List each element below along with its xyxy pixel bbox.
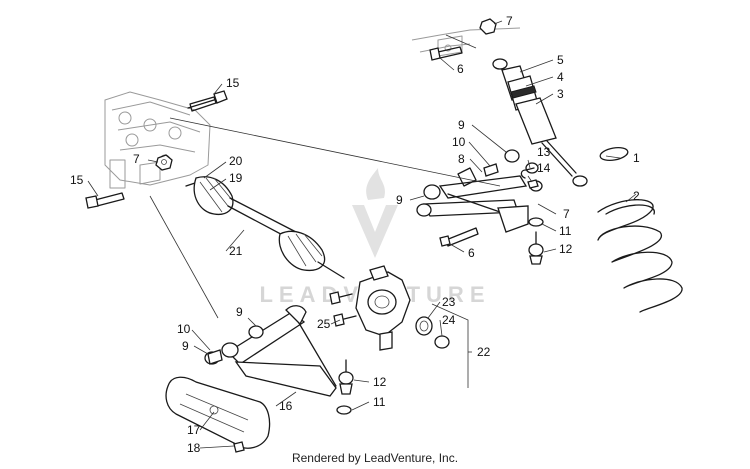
callout-15-upper: 15 [226,76,240,90]
callout-22: 22 [477,345,491,359]
frame-bracket-right [411,27,521,57]
shock-absorber [492,58,588,187]
bolt-6-upper-arm [439,227,479,247]
bushing-10-upper [483,163,499,177]
callout-23: 23 [442,295,456,309]
callouts: 1 2 3 4 5 6 6 7 7 7 8 9 9 9 9 10 10 11 1… [70,14,640,455]
callout-6-arm: 6 [468,246,475,260]
callout-18: 18 [187,441,201,455]
callout-1: 1 [633,151,640,165]
callout-9-lower-left: 9 [182,339,189,353]
rendered-by-footer: Rendered by LeadVenture, Inc. [291,451,459,465]
callout-8: 8 [458,152,465,166]
snap-ring-24 [434,335,450,349]
bolt-15-upper [187,90,228,112]
bolt-25 [329,291,357,327]
coil-spring [597,199,683,313]
cv-axle [185,176,345,279]
snap-ring-11-lower [336,405,352,415]
castle-nut-14 [527,179,539,189]
lower-a-arm [204,305,337,397]
o-ring-1 [599,146,629,162]
ball-joint-12-upper [528,231,544,265]
nut-7-left [155,154,173,171]
callout-7-arm: 7 [563,207,570,221]
ball-joint-12-lower [338,359,354,395]
callout-20: 20 [229,154,243,168]
frame-bracket-left [104,91,211,189]
bolt-15-lower [85,192,125,209]
callout-17: 17 [187,423,201,437]
callout-12-upper: 12 [559,242,573,256]
snap-ring-11-upper [528,217,544,227]
bushing-9-upper [504,149,539,174]
bolt-6-shock [429,46,463,61]
nut-7-shock [479,18,497,35]
a-arm-guard [165,376,271,449]
upper-a-arm [416,167,543,233]
callout-10-upper: 10 [452,135,466,149]
callout-4: 4 [557,70,564,84]
bushing-10-lower [207,349,223,365]
callout-11-lower: 11 [373,395,386,409]
callout-9-arm: 9 [396,193,403,207]
callout-6-shock: 6 [457,62,464,76]
cotter-pin-13 [520,167,535,179]
callout-10-lower: 10 [177,322,191,336]
callout-12-lower: 12 [373,375,387,389]
callout-15-lower: 15 [70,173,84,187]
steering-knuckle [355,265,411,351]
bushing-9-lower [248,325,264,339]
callout-2: 2 [633,189,640,203]
callout-9-upper: 9 [458,118,465,132]
callout-21: 21 [229,244,243,258]
bearing-23 [415,316,433,336]
reference-lines [149,34,637,388]
callout-9-lower-right: 9 [236,305,243,319]
callout-14: 14 [537,161,551,175]
callout-24: 24 [442,313,456,327]
callout-7-left: 7 [133,152,140,166]
callout-11-upper: 11 [559,224,572,238]
callout-16: 16 [279,399,293,413]
callout-13: 13 [537,145,551,159]
callout-25: 25 [317,317,331,331]
callout-19: 19 [229,171,243,185]
callout-3: 3 [557,87,564,101]
screw-18 [233,441,245,453]
callout-7-shock: 7 [506,14,513,28]
callout-leaders [87,20,557,449]
callout-5: 5 [557,53,564,67]
